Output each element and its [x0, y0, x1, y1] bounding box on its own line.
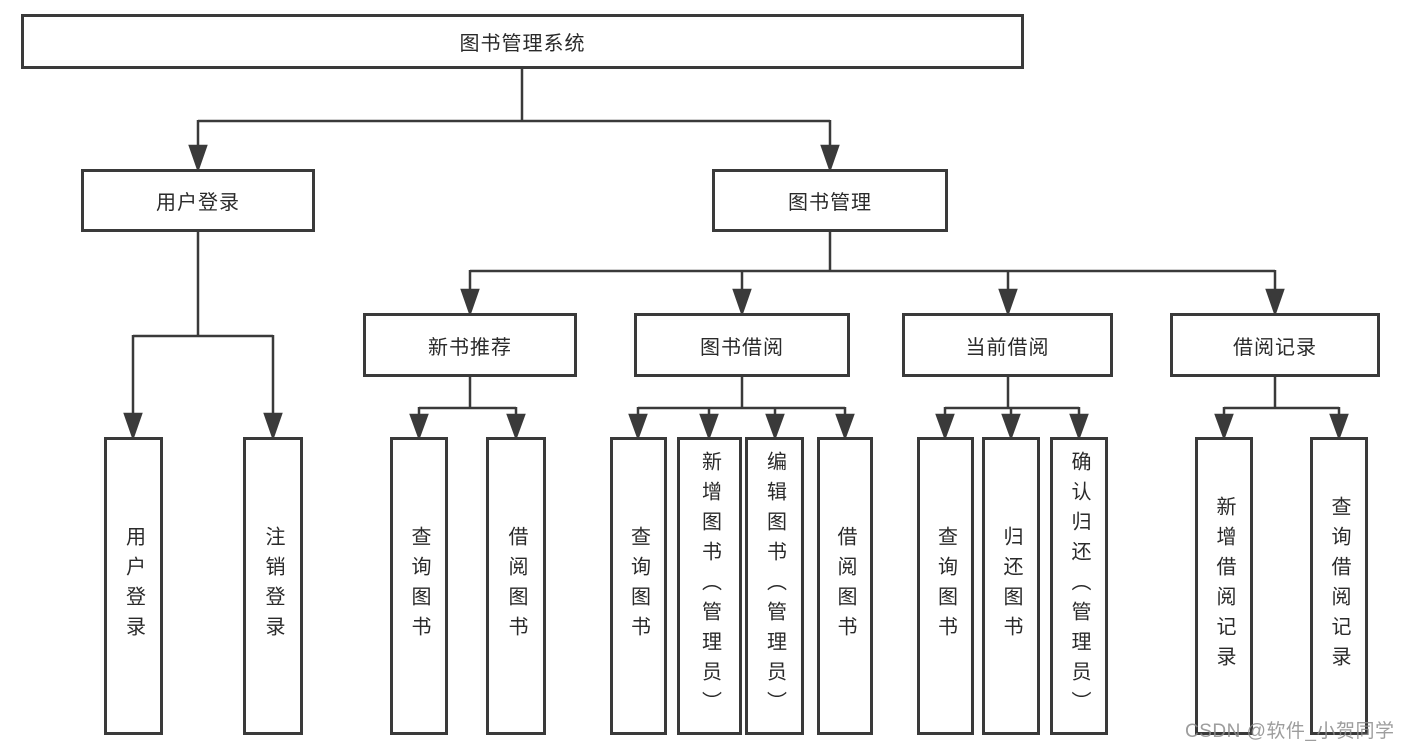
node-label: 查询图书	[408, 526, 430, 646]
node-label: 新书推荐	[428, 336, 512, 359]
node-book-management: 图书管理	[712, 169, 948, 232]
node-label: 图书管理	[788, 192, 872, 214]
node-label: 当前借阅	[965, 336, 1050, 359]
leaf-user-login: 用户登录	[104, 437, 163, 735]
leaf-add-books-admin: 新增图书（管理员）	[677, 437, 742, 735]
node-label: 归还图书	[1000, 526, 1022, 646]
node-label: 新增借阅记录	[1213, 496, 1235, 676]
node-new-book-recommend: 新书推荐	[363, 313, 577, 377]
leaf-query-books-borrow: 查询图书	[610, 437, 667, 735]
node-user-login: 用户登录	[81, 169, 315, 232]
leaf-borrow-books-recommend: 借阅图书	[486, 437, 546, 735]
leaf-edit-books-admin: 编辑图书（管理员）	[745, 437, 804, 735]
node-label: 图书借阅	[700, 336, 784, 359]
node-borrow-records: 借阅记录	[1170, 313, 1380, 377]
node-label: 借阅图书	[505, 526, 527, 646]
node-label: 新增图书（管理员）	[698, 451, 721, 721]
node-label: 查询图书	[627, 526, 650, 646]
node-label: 借阅图书	[834, 526, 856, 646]
leaf-confirm-return-admin: 确认归还（管理员）	[1050, 437, 1108, 735]
node-current-borrow: 当前借阅	[902, 313, 1113, 377]
node-label: 图书管理系统	[459, 33, 586, 55]
node-label: 用户登录	[156, 192, 240, 214]
node-label: 查询图书	[934, 526, 957, 646]
connector-newbooks-to-leaves	[409, 377, 526, 441]
leaf-borrow-books: 借阅图书	[817, 437, 873, 735]
node-label: 用户登录	[122, 526, 145, 646]
node-label: 查询借阅记录	[1328, 496, 1350, 676]
node-library-system: 图书管理系统	[21, 14, 1024, 69]
leaf-add-borrow-record: 新增借阅记录	[1195, 437, 1253, 735]
leaf-logout: 注销登录	[243, 437, 303, 735]
leaf-query-books-recommend: 查询图书	[390, 437, 448, 735]
node-label: 确认归还（管理员）	[1068, 451, 1090, 721]
connector-current-to-leaves	[935, 377, 1089, 441]
connector-records-to-leaves	[1214, 377, 1349, 441]
connector-bookmgmt-to-level3	[460, 232, 1285, 317]
csdn-watermark: CSDN @软件_小贺同学	[1185, 721, 1395, 742]
node-label: 借阅记录	[1233, 336, 1317, 359]
leaf-query-borrow-record: 查询借阅记录	[1310, 437, 1368, 735]
connector-root-to-level2	[188, 69, 840, 173]
node-label: 注销登录	[262, 526, 284, 646]
connector-borrow-to-leaves	[628, 377, 855, 441]
node-book-borrow: 图书借阅	[634, 313, 850, 377]
node-label: 编辑图书（管理员）	[763, 451, 786, 721]
leaf-return-books: 归还图书	[982, 437, 1040, 735]
leaf-query-books-current: 查询图书	[917, 437, 974, 735]
connector-login-to-leaves	[123, 232, 283, 441]
